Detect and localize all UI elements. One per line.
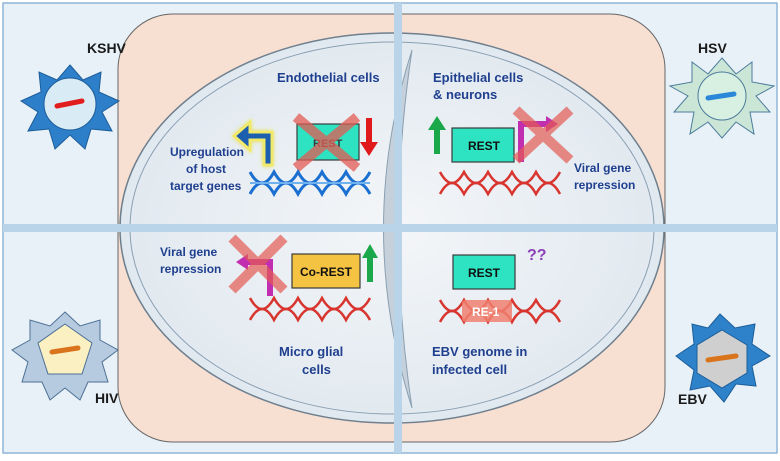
hiv-virion xyxy=(11,311,119,401)
tl-inhibition-cross xyxy=(292,113,361,172)
tl-outcome-line-1: Upregulation xyxy=(170,145,244,159)
tr-dna-helix xyxy=(438,169,562,197)
tr-cell-type-line-2: & neurons xyxy=(433,87,497,102)
tr-rest-label: REST xyxy=(468,139,501,153)
tr-inhibition-cross xyxy=(512,106,574,164)
tl-cell-type: Endothelial cells xyxy=(277,70,380,85)
tl-outcome-line-3: target genes xyxy=(170,179,242,193)
bl-dna-helix xyxy=(248,295,372,323)
bl-corest-box: Co-REST xyxy=(291,253,361,289)
bl-cell-type-line-2: cells xyxy=(302,362,331,377)
tr-rest-box: REST xyxy=(451,127,515,163)
bl-cell-type-line-1: Micro glial xyxy=(279,344,343,359)
bl-inhibition-cross xyxy=(228,234,288,294)
hsv-label: HSV xyxy=(698,40,727,56)
bl-corest-label: Co-REST xyxy=(300,265,353,279)
br-cell-type-line-2: infected cell xyxy=(432,362,507,377)
tr-outcome-line-2: repression xyxy=(574,178,635,192)
bl-up-arrow xyxy=(362,244,378,282)
br-rest-label: REST xyxy=(468,266,501,280)
tr-cell-type-line-1: Epithelial cells xyxy=(433,70,523,85)
tr-up-arrow xyxy=(428,116,446,154)
br-cell-type-line-1: EBV genome in xyxy=(432,344,527,359)
br-re1-site: RE-1 xyxy=(462,300,512,322)
tl-bent-arrow xyxy=(231,118,274,167)
bl-outcome-line-1: Viral gene xyxy=(160,245,217,259)
br-re1-label: RE-1 xyxy=(472,305,500,319)
tl-dna-helix xyxy=(248,168,372,198)
ebv-label: EBV xyxy=(678,391,707,407)
hiv-label: HIV xyxy=(95,390,119,406)
ebv-virion xyxy=(675,313,771,403)
horizontal-divider xyxy=(3,224,777,232)
br-unknown-mark: ?? xyxy=(527,247,547,264)
tl-outcome-line-2: of host xyxy=(186,162,226,176)
hsv-virion xyxy=(668,57,776,139)
tr-outcome-line-1: Viral gene xyxy=(574,161,631,175)
kshv-label: KSHV xyxy=(87,40,127,56)
tl-down-arrow xyxy=(360,118,378,156)
bl-outcome-line-2: repression xyxy=(160,262,221,276)
br-rest-box: REST xyxy=(452,254,516,290)
kshv-virion xyxy=(19,64,121,150)
